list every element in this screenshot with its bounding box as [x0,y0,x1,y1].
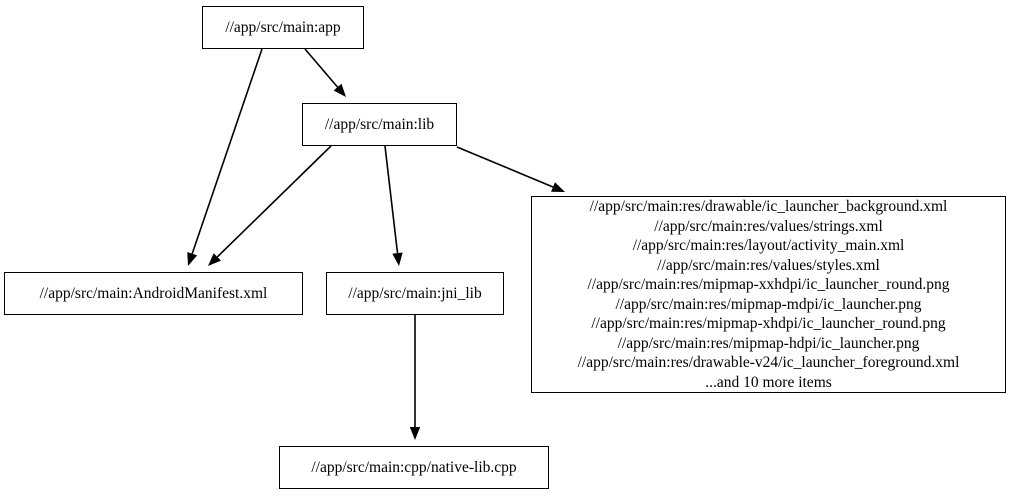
graph-node-native_lib[interactable]: //app/src/main:cpp/native-lib.cpp [279,446,549,489]
graph-arrowhead-lib-to-resources [551,182,565,192]
graph-node-resources[interactable]: //app/src/main:res/drawable/ic_launcher_… [531,196,1006,393]
graph-edge-app-to-lib [304,48,339,88]
graph-edge-lib-to-resources [456,146,554,188]
graph-node-label: //app/src/main:cpp/native-lib.cpp [311,458,517,476]
graph-edge-app-to-manifest [191,48,263,254]
graph-node-lib[interactable]: //app/src/main:lib [302,103,457,146]
graph-node-label: //app/src/main:jni_lib [348,284,482,302]
graph-node-manifest[interactable]: //app/src/main:AndroidManifest.xml [4,272,303,315]
graph-node-jni_lib[interactable]: //app/src/main:jni_lib [326,272,504,315]
graph-node-app[interactable]: //app/src/main:app [202,6,364,49]
graph-arrowhead-jni-to-native [409,427,421,440]
graph-node-label: //app/src/main:AndroidManifest.xml [39,284,268,302]
graph-node-label: //app/src/main:app [225,18,341,36]
graph-arrowhead-lib-to-manifest [208,253,221,266]
graph-edge-lib-to-jni [384,145,399,254]
graph-arrowhead-app-to-lib [333,83,346,97]
graph-node-label: //app/src/main:lib [324,115,435,133]
graph-arrowhead-app-to-manifest [187,252,198,266]
graph-edge-lib-to-manifest [216,145,332,258]
graph-arrowhead-lib-to-jni [392,252,403,266]
graph-node-label: //app/src/main:res/drawable/ic_launcher_… [577,198,960,391]
